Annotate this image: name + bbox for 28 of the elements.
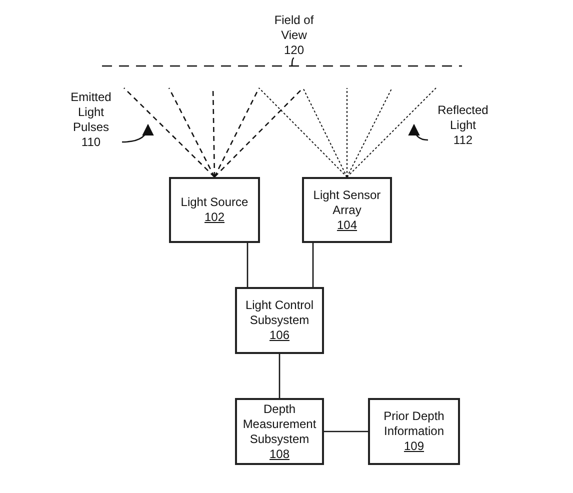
reference-number: 106	[269, 328, 290, 343]
reference-number: 109	[404, 439, 424, 454]
box-label: Light Control Subsystem	[244, 298, 315, 328]
leader-line	[291, 57, 294, 66]
reference-number: 102	[204, 210, 225, 225]
reference-number: 120	[284, 42, 304, 58]
box-label: Light Source	[180, 195, 248, 210]
leader-line	[408, 124, 428, 141]
process-box	[235, 287, 324, 354]
box-label: Prior Depth Information	[382, 409, 446, 439]
reference-number: 110	[81, 135, 101, 150]
connector-line	[312, 243, 314, 287]
connector-line	[278, 354, 280, 398]
reference-number: 108	[269, 446, 290, 462]
box-label: Light Sensor Array	[312, 188, 382, 218]
process-box	[302, 177, 392, 243]
process-box	[235, 398, 324, 465]
box-label: Depth Measurement Subsystem	[242, 402, 318, 446]
connector-line	[324, 430, 368, 432]
process-box	[169, 177, 260, 243]
leader-line	[122, 124, 154, 143]
process-box	[368, 398, 460, 465]
callout-label: Emitted Light Pulses	[70, 90, 112, 135]
callout-label: Reflected Light	[436, 102, 490, 132]
reference-number: 104	[336, 218, 358, 232]
callout-label: Field of View	[273, 12, 315, 42]
connector-line	[246, 243, 248, 287]
reference-number: 112	[453, 132, 473, 148]
